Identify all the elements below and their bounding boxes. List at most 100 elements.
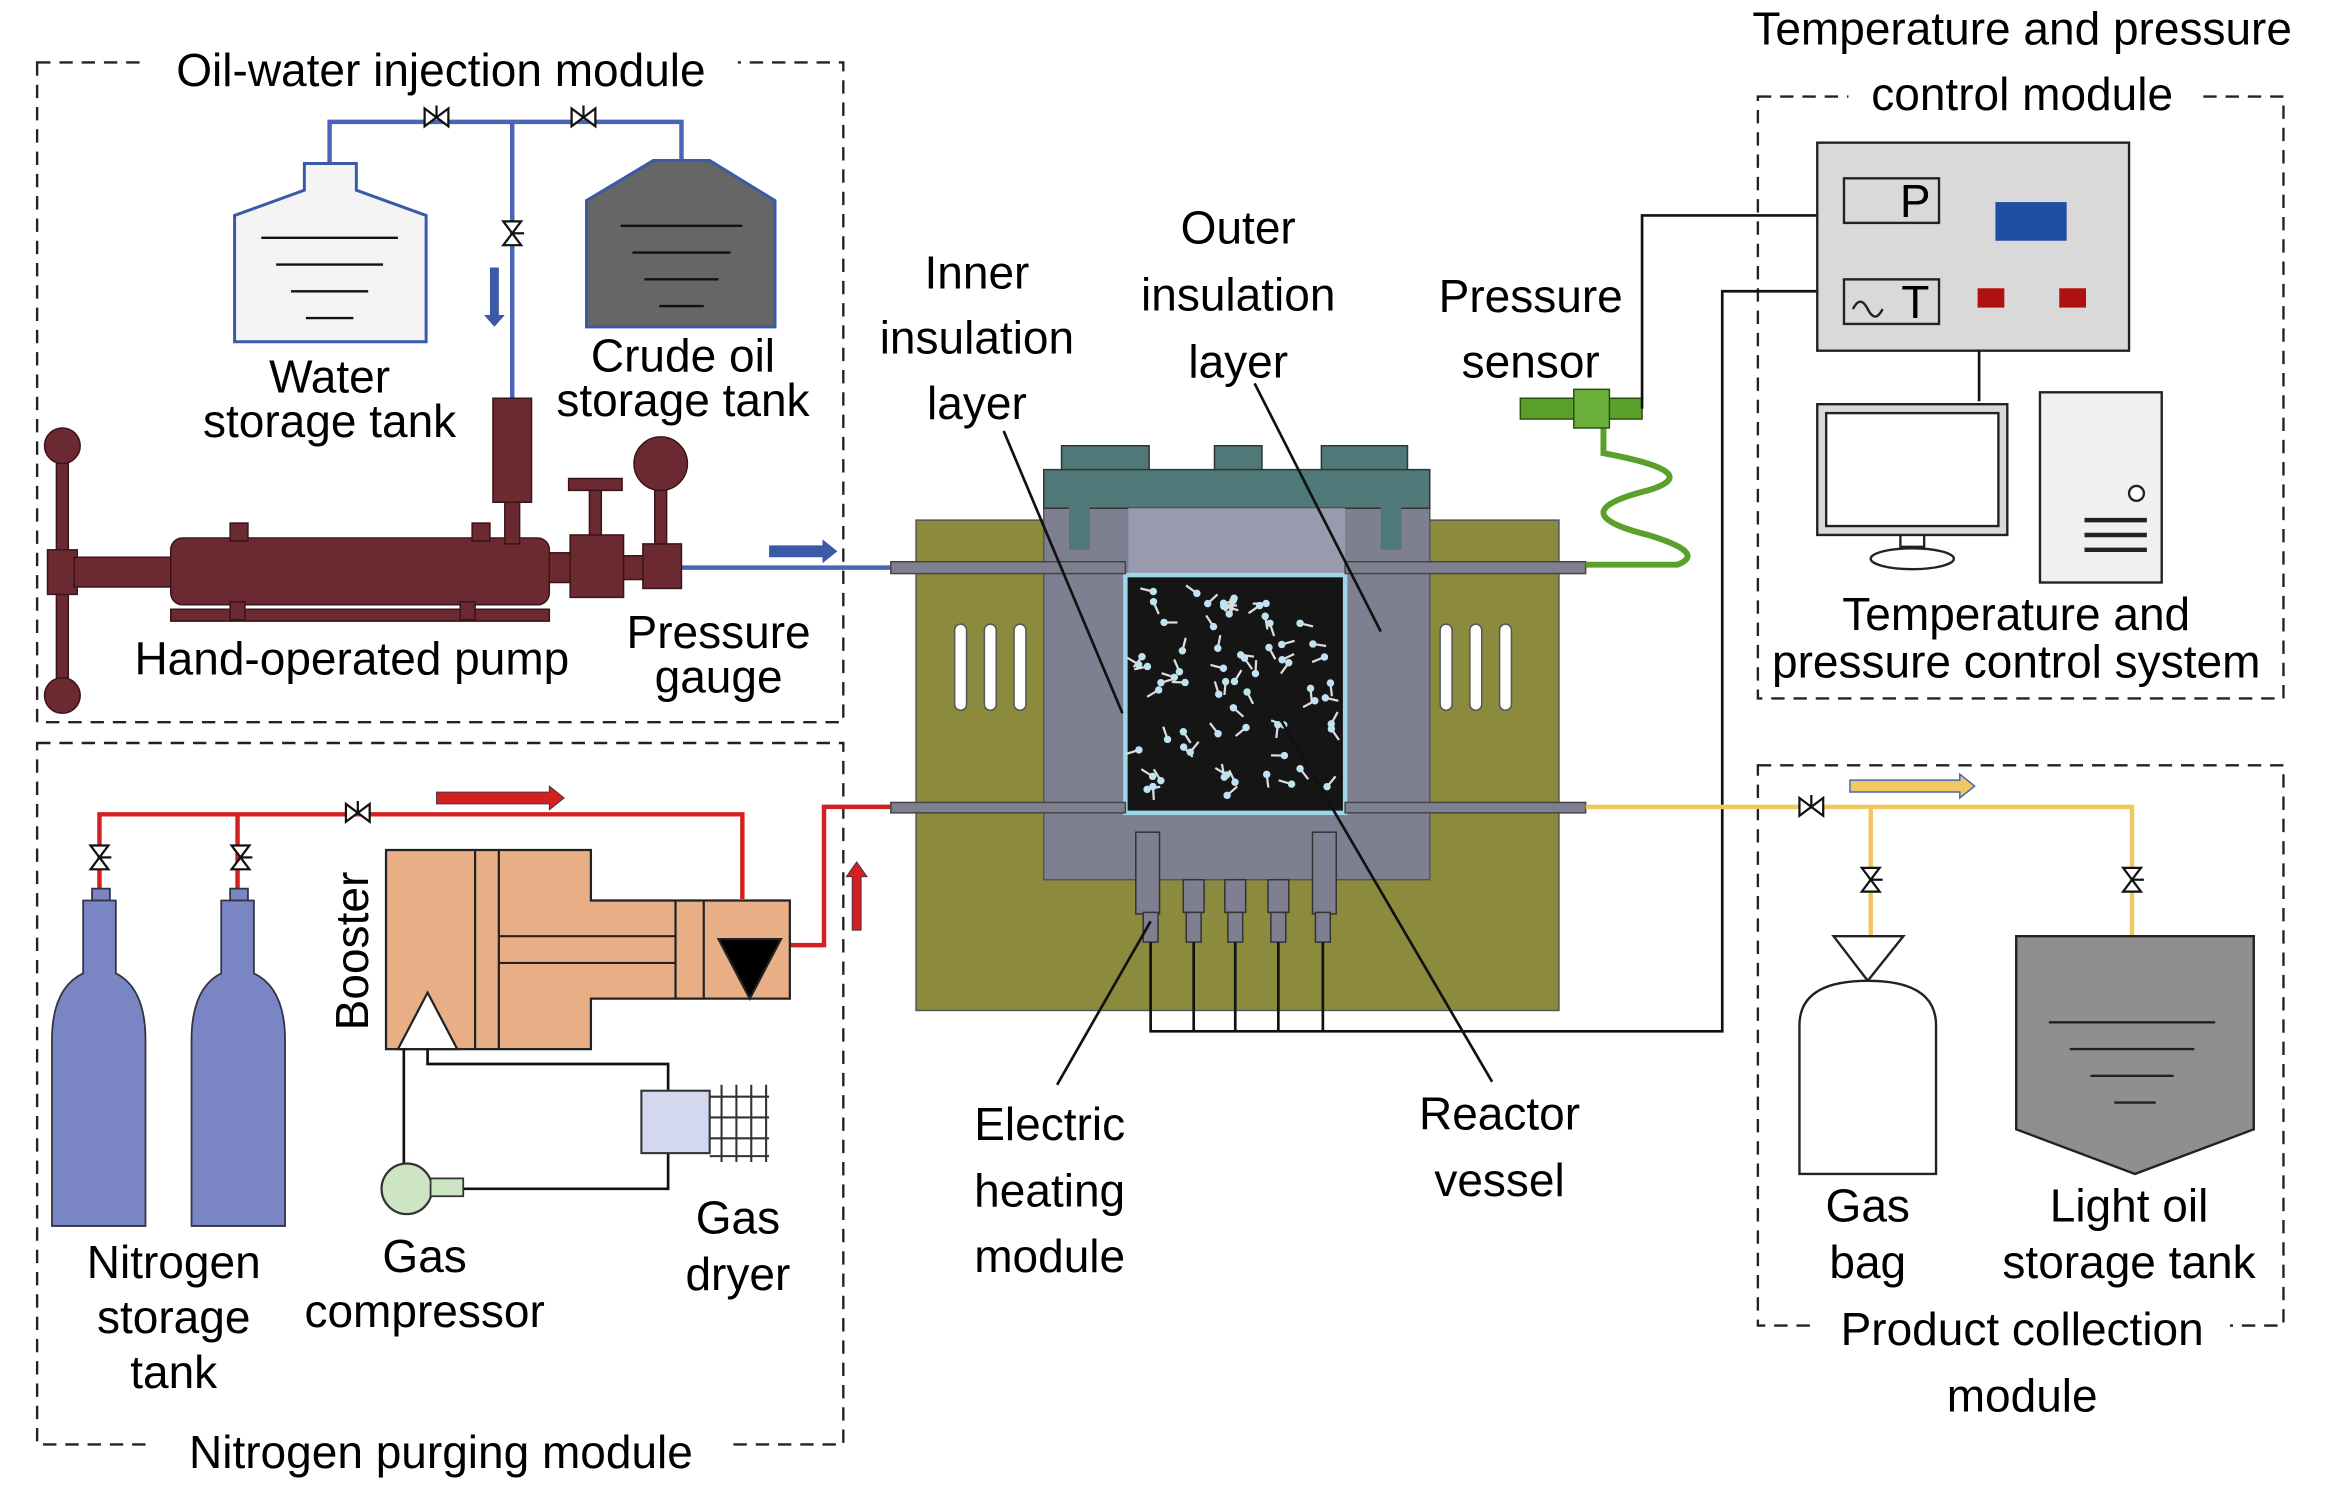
molecule-atom bbox=[1214, 644, 1222, 652]
molecule-atom bbox=[1221, 677, 1230, 686]
molecule-atom bbox=[1255, 601, 1264, 610]
molecule-atom bbox=[1231, 778, 1239, 786]
flow-arrow-down bbox=[484, 267, 505, 327]
molecule-atom bbox=[1242, 723, 1250, 732]
molecule-atom bbox=[1285, 659, 1293, 667]
molecule-atom bbox=[1296, 764, 1304, 773]
control-panel bbox=[1816, 141, 2131, 352]
product-module-title-1: Product collection bbox=[1841, 1303, 2204, 1355]
pressure-sensor-label-1: Pressure bbox=[1439, 270, 1623, 322]
molecule-atom bbox=[1143, 785, 1151, 794]
reactor-vessel-label-2: vessel bbox=[1434, 1154, 1564, 1206]
flow-arrow-right bbox=[769, 539, 838, 564]
outer-insulation-label-2: insulation bbox=[1141, 269, 1335, 321]
gas-compressor bbox=[380, 1162, 465, 1216]
molecule-atom bbox=[1278, 656, 1286, 664]
pressure-gauge-label-2: gauge bbox=[655, 650, 783, 702]
molecule-atom bbox=[1181, 678, 1189, 687]
molecule-atom bbox=[1280, 751, 1289, 760]
product-module-title-2: module bbox=[1947, 1370, 2098, 1422]
crude-oil-storage-tank bbox=[584, 159, 777, 329]
control-module-box bbox=[1756, 95, 2285, 700]
nitrogen-tank-label-2: storage bbox=[97, 1291, 250, 1343]
nitrogen-module-title: Nitrogen purging module bbox=[189, 1426, 693, 1478]
gas-dryer-label-2: dryer bbox=[685, 1248, 790, 1300]
oil-water-module-title: Oil-water injection module bbox=[176, 44, 705, 96]
water-storage-tank bbox=[233, 161, 428, 344]
molecule-atom bbox=[1278, 640, 1286, 649]
pressure-gauge-label-1: Pressure bbox=[627, 606, 811, 658]
molecule-atom bbox=[1149, 597, 1158, 606]
panel-t-label: T bbox=[1901, 276, 1929, 328]
light-oil-storage-tank bbox=[2015, 934, 2255, 1176]
control-module-title-2: control module bbox=[1871, 68, 2173, 120]
molecule-atom bbox=[1274, 720, 1282, 729]
inner-insulation-label-3: layer bbox=[927, 377, 1027, 429]
molecule-atom bbox=[1321, 694, 1330, 702]
molecule-atom bbox=[1223, 791, 1231, 800]
outer-insulation-label-1: Outer bbox=[1181, 202, 1296, 254]
molecule-atom bbox=[1214, 729, 1222, 738]
crude-tank-label-2: storage tank bbox=[556, 374, 810, 426]
molecule-atom bbox=[1138, 652, 1146, 661]
molecule-atom bbox=[1170, 673, 1179, 682]
molecule-atom bbox=[1163, 735, 1172, 744]
electric-heating-label-1: Electric bbox=[974, 1098, 1125, 1150]
gas-bag-label-1: Gas bbox=[1826, 1179, 1910, 1231]
outer-insulation-label-3: layer bbox=[1188, 335, 1288, 387]
molecule-atom bbox=[1135, 746, 1143, 754]
molecule-atom bbox=[1160, 618, 1168, 627]
molecule-atom bbox=[1306, 684, 1315, 693]
gas-bag bbox=[1798, 934, 1938, 1176]
molecule-atom bbox=[1175, 668, 1184, 676]
control-system-label-1: Temperature and bbox=[1842, 588, 2190, 640]
molecule-atom bbox=[1230, 677, 1239, 686]
molecule-atom bbox=[1179, 728, 1188, 736]
molecules bbox=[1125, 584, 1340, 800]
product-arrow-right bbox=[1849, 772, 1976, 800]
molecule-atom bbox=[1262, 599, 1270, 608]
molecule-atom bbox=[1148, 772, 1157, 781]
reactor bbox=[890, 445, 1587, 1012]
molecule-atom bbox=[1266, 619, 1274, 628]
reactor-vessel-label-1: Reactor bbox=[1419, 1087, 1580, 1139]
reactor-lid bbox=[1042, 445, 1431, 509]
electric-heating-rods bbox=[1135, 831, 1337, 943]
nitrogen-module-box bbox=[35, 741, 845, 1446]
water-tank-label-2: storage tank bbox=[203, 395, 457, 447]
booster-label: Booster bbox=[326, 872, 378, 1031]
molecule-atom bbox=[1179, 743, 1188, 751]
molecule-atom bbox=[1154, 686, 1163, 694]
panel-p-label: P bbox=[1900, 175, 1931, 227]
molecule-atom bbox=[1157, 776, 1165, 785]
water-tank-label-1: Water bbox=[269, 350, 390, 402]
molecule-atom bbox=[1215, 690, 1223, 698]
control-module-title-1: Temperature and pressure bbox=[1752, 3, 2292, 55]
nitrogen-arrow-right bbox=[436, 785, 565, 811]
gas-compressor-label-2: compressor bbox=[304, 1285, 544, 1337]
gas-compressor-label-1: Gas bbox=[382, 1230, 466, 1282]
gas-dryer bbox=[640, 1084, 770, 1163]
product-lines bbox=[1585, 804, 2135, 937]
molecule-atom bbox=[1209, 622, 1218, 631]
computer bbox=[1816, 391, 2163, 584]
molecule-atom bbox=[1219, 599, 1228, 607]
nitrogen-tank-label-3: tank bbox=[130, 1346, 218, 1398]
molecule-atom bbox=[1149, 587, 1158, 596]
pressure-sensor-label-2: sensor bbox=[1462, 335, 1600, 387]
molecule-atom bbox=[1320, 653, 1329, 661]
molecule-atom bbox=[1143, 662, 1152, 671]
nitrogen-cylinders bbox=[51, 887, 286, 1227]
molecule-atom bbox=[1178, 647, 1187, 655]
light-oil-label-2: storage tank bbox=[2002, 1236, 2256, 1288]
molecule-atom bbox=[1296, 619, 1304, 628]
molecule-atom bbox=[1186, 748, 1194, 756]
control-system-label-2: pressure control system bbox=[1772, 636, 2260, 688]
molecule-atom bbox=[1134, 660, 1143, 669]
molecule-atom bbox=[1311, 697, 1319, 705]
booster bbox=[384, 848, 791, 1051]
nitrogen-arrow-up bbox=[845, 861, 868, 931]
molecule-atom bbox=[1193, 589, 1201, 598]
gas-dryer-label-1: Gas bbox=[696, 1191, 780, 1243]
